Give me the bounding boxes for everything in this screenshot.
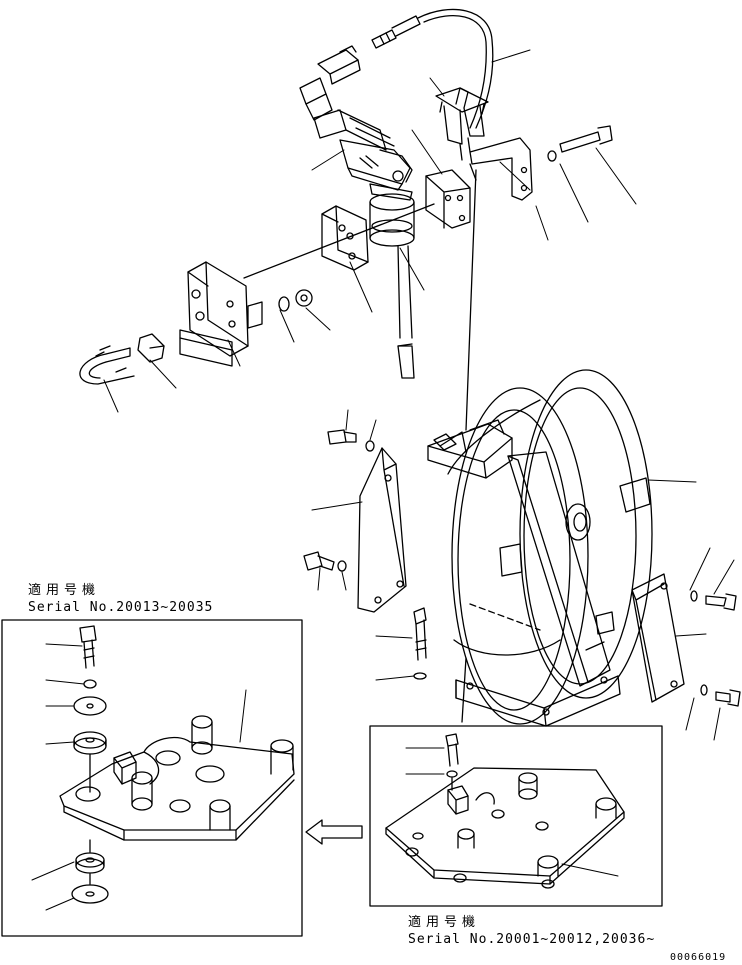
right-inset-applicability-label: 適用号機 bbox=[408, 915, 481, 930]
rubber-pad bbox=[180, 290, 312, 366]
u-bolt bbox=[80, 334, 164, 384]
swivel-joint-box bbox=[428, 420, 512, 478]
left-side-bracket bbox=[358, 448, 406, 612]
back-plate bbox=[188, 262, 248, 356]
mounting-bracket-plate bbox=[322, 206, 368, 270]
leader-lines bbox=[32, 50, 734, 910]
assembly-reference-line bbox=[466, 170, 476, 430]
hex-bolt-left-upper bbox=[328, 430, 374, 451]
right-side-bracket bbox=[632, 574, 684, 702]
left-inset-detail bbox=[2, 620, 302, 936]
hex-bolt-upper bbox=[548, 126, 612, 161]
detail-arrow-icon bbox=[306, 820, 362, 844]
hose-nozzle-assembly bbox=[300, 9, 493, 200]
center-reference-line bbox=[462, 658, 466, 722]
nozzle-holder-bracket bbox=[436, 88, 532, 200]
left-inset-applicability-label: 適用号機 bbox=[28, 583, 101, 598]
right-inset-serial-range: Serial No.20001~20012,20036~ bbox=[408, 932, 656, 947]
right-inset-detail bbox=[370, 726, 662, 906]
hex-bolt-right-lower bbox=[701, 685, 740, 706]
hose-guide-spool bbox=[370, 194, 414, 378]
bolt-reference-line bbox=[244, 204, 434, 278]
hex-bolt-right-upper bbox=[691, 591, 736, 610]
left-inset-serial-range: Serial No.20013~20035 bbox=[28, 600, 214, 615]
reel-stand-frame bbox=[456, 452, 620, 726]
hose-reel bbox=[448, 370, 652, 724]
hex-bolt-left-lower bbox=[304, 552, 346, 571]
document-id: 00066019 bbox=[670, 952, 727, 963]
vertical-bolt-center bbox=[414, 608, 426, 679]
clamp-block bbox=[426, 170, 470, 228]
